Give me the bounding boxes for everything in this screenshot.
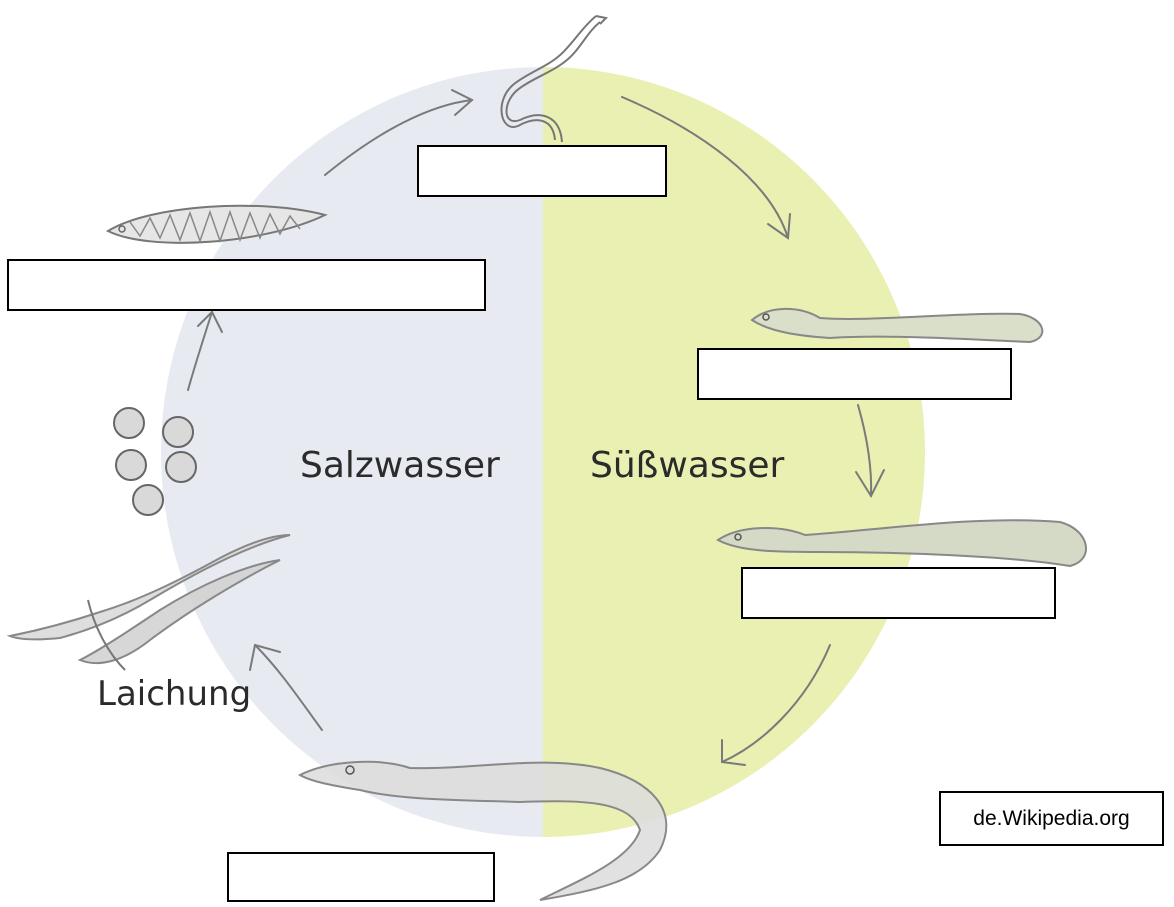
egg xyxy=(166,452,196,482)
egg xyxy=(116,450,146,480)
egg xyxy=(114,408,144,438)
blank-label-glass-eel[interactable] xyxy=(417,145,667,197)
egg xyxy=(133,485,163,515)
blank-label-elver[interactable] xyxy=(697,348,1012,400)
blank-label-silver-eel[interactable] xyxy=(227,852,495,902)
blank-label-larva[interactable] xyxy=(7,259,486,311)
blank-label-yellow-eel[interactable] xyxy=(741,567,1056,619)
saltwater-label: Salzwasser xyxy=(300,445,500,486)
source-credit: de.Wikipedia.org xyxy=(939,791,1164,846)
egg xyxy=(163,417,193,447)
spawning-label: Laichung xyxy=(97,674,251,714)
freshwater-label: Süßwasser xyxy=(590,445,785,486)
